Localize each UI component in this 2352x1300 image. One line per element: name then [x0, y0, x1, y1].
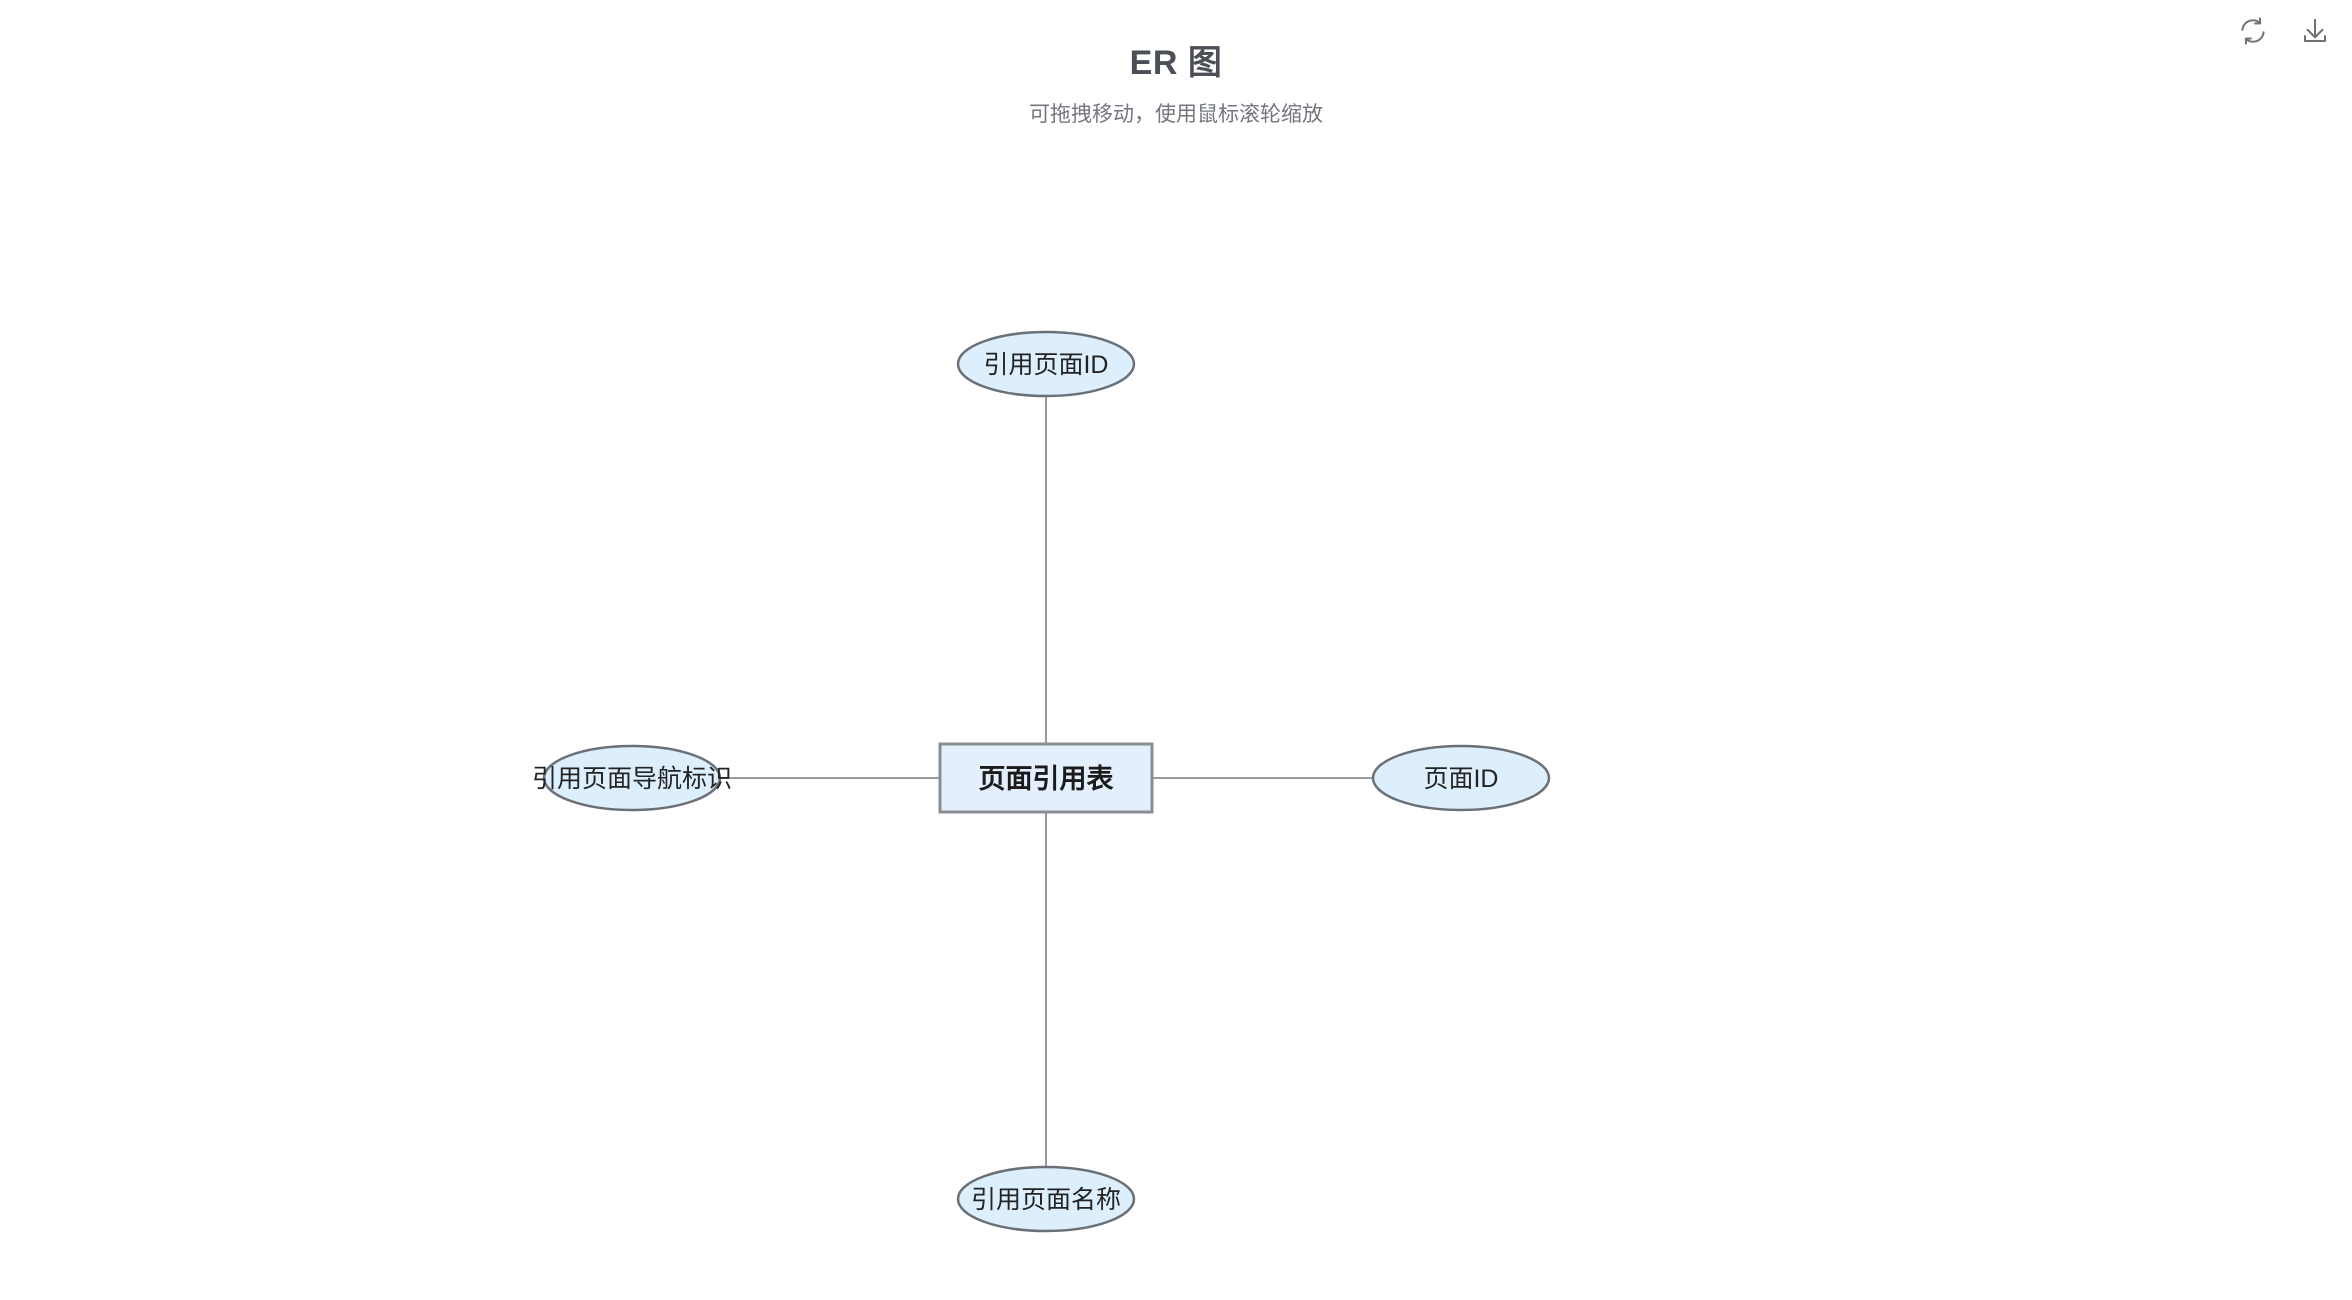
attribute-label: 页面ID	[1423, 765, 1498, 793]
attribute-ellipse[interactable]	[956, 330, 1136, 398]
attribute-ellipse[interactable]	[542, 744, 722, 812]
refresh-icon	[2238, 16, 2268, 46]
entity-label: 页面引用表	[979, 764, 1114, 794]
reset-view-button[interactable]	[2234, 12, 2272, 50]
entity-rect[interactable]	[938, 742, 1154, 814]
attribute-node-left[interactable]: 引用页面导航标识	[532, 744, 732, 812]
toolbar	[2234, 12, 2334, 50]
attribute-ellipse[interactable]	[956, 1165, 1136, 1233]
edge-group	[720, 396, 1373, 1167]
attribute-label: 引用页面ID	[983, 351, 1108, 379]
entity-node[interactable]: 页面引用表	[938, 742, 1154, 814]
attribute-node-bottom[interactable]: 引用页面名称	[956, 1165, 1136, 1233]
attribute-node-top[interactable]: 引用页面ID	[956, 330, 1136, 398]
attribute-label: 引用页面名称	[971, 1186, 1121, 1214]
attribute-node-right[interactable]: 页面ID	[1371, 744, 1551, 812]
attribute-ellipse[interactable]	[1371, 744, 1551, 812]
download-button[interactable]	[2296, 12, 2334, 50]
attribute-label: 引用页面导航标识	[532, 765, 732, 793]
download-icon	[2300, 16, 2330, 46]
